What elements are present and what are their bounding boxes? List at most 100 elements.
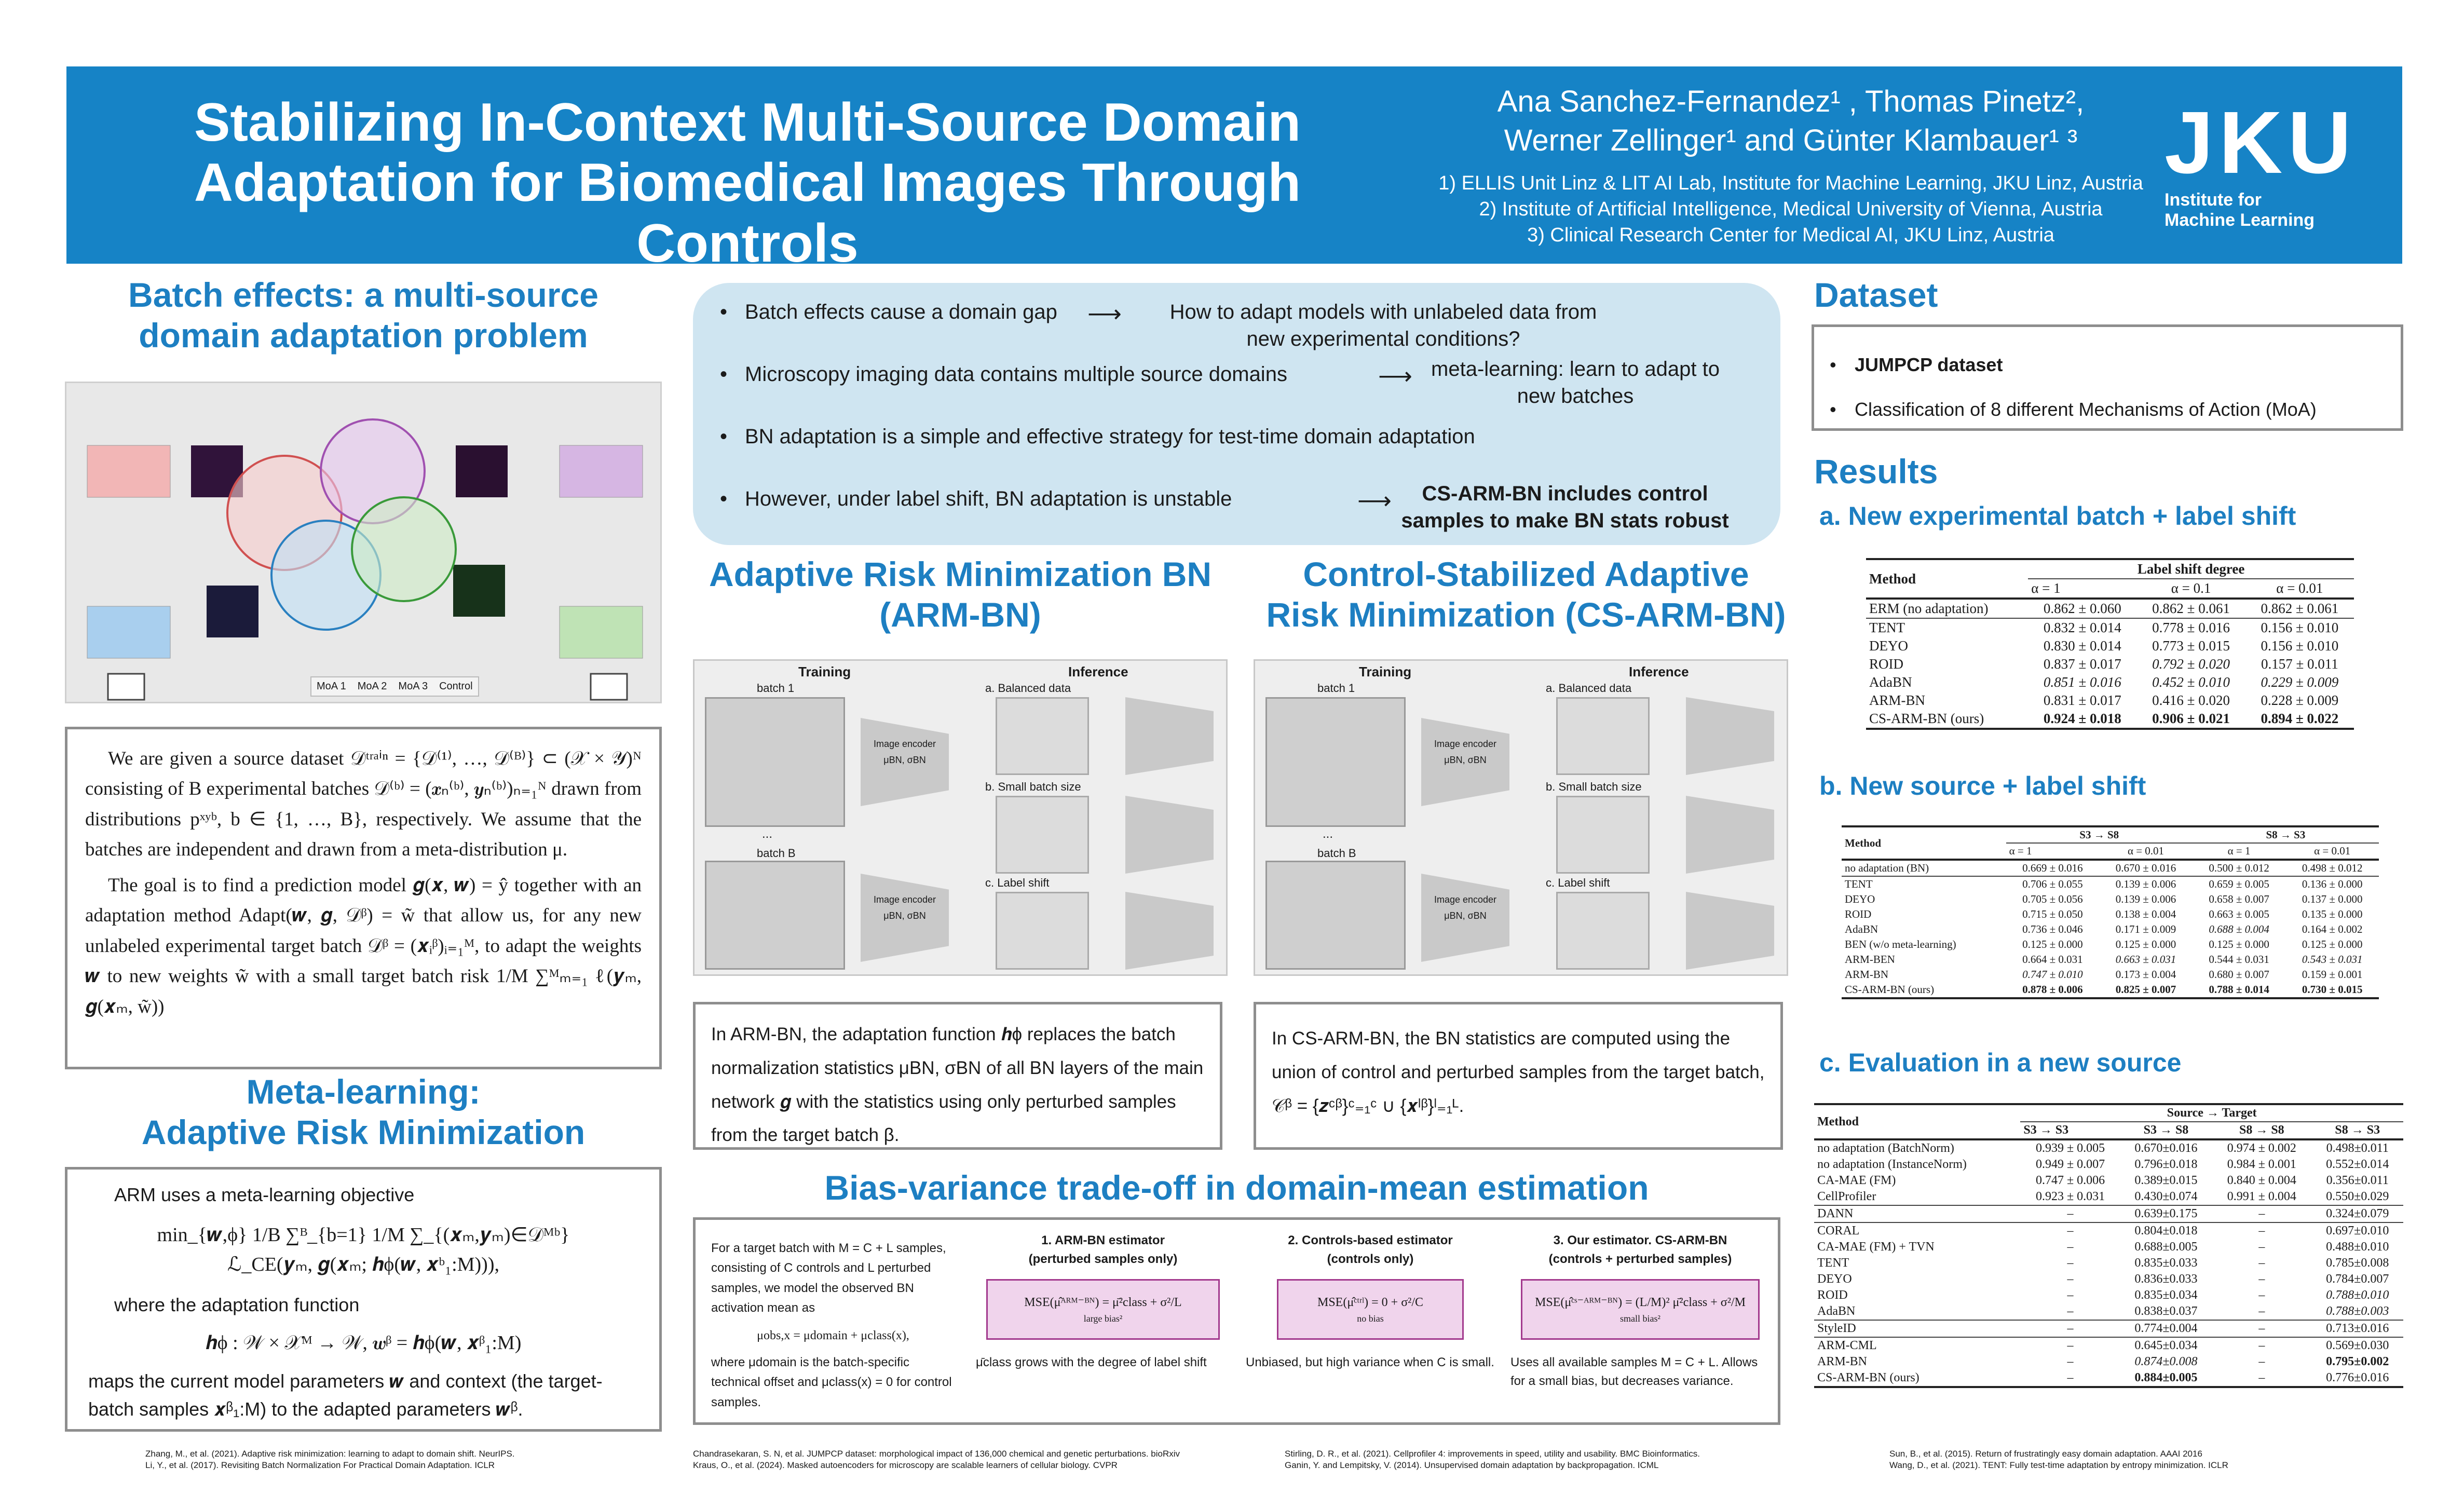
table-row: TENT 0.832 ± 0.014 0.778 ± 0.016 0.156 ±… <box>1866 618 2354 637</box>
table-cell: 0.670±0.016 <box>2134 1141 2198 1155</box>
csarm-batch1-grid <box>1265 697 1406 827</box>
table-cell: AdaBN <box>1845 923 1878 935</box>
table-cell: 0.137 ± 0.000 <box>2302 893 2363 905</box>
armbn-inf-grid-c <box>996 892 1089 970</box>
table-row: TENT 0.706 ± 0.055 0.139 ± 0.006 0.659 ±… <box>1842 876 2379 892</box>
table-cell: 0.500 ± 0.012 <box>2209 862 2269 874</box>
table-row: no adaptation (BN) 0.669 ± 0.016 0.670 ±… <box>1842 860 2379 876</box>
table-c: Method Source → Target S3 → S3 S3 → S8 S… <box>1814 1103 2403 1388</box>
dataset-item-2-text: Classification of 8 different Mechanisms… <box>1855 399 2317 420</box>
title-line-2: Adaptation for Biomedical Images Through… <box>194 153 1301 274</box>
csarm-description: In CS-ARM-BN, the BN statistics are comp… <box>1272 1028 1765 1116</box>
dataset-item-1: JUMPCP dataset <box>1823 343 2391 388</box>
table-cell: – <box>2067 1304 2074 1318</box>
table-row: AdaBN 0.851 ± 0.016 0.452 ± 0.010 0.229 … <box>1866 673 2354 691</box>
table-cell: 0.785±0.008 <box>2326 1256 2389 1270</box>
stats-label: μBN, σBN <box>1444 755 1487 765</box>
table-a-col-3: α = 0.01 <box>2276 580 2323 596</box>
table-cell: 0.416 ± 0.020 <box>2152 692 2230 708</box>
table-c-col-4: S8 → S3 <box>2335 1123 2380 1137</box>
table-row: ROID 0.837 ± 0.017 0.792 ± 0.020 0.157 ±… <box>1866 655 2354 673</box>
blue-plate <box>87 606 171 659</box>
table-cell: 0.862 ± 0.060 <box>2043 601 2121 616</box>
armbn-inf-encoder-c <box>1125 892 1214 970</box>
table-cell: BEN (w/o meta-learning) <box>1845 938 1956 950</box>
table-cell: ROID <box>1845 908 1872 920</box>
table-cell: ROID <box>1817 1288 1848 1302</box>
table-a: Method Label shift degree α = 1 α = 0.1 … <box>1866 558 2354 730</box>
estimator-1-subtitle: (perturbed samples only) <box>1028 1252 1178 1266</box>
table-a-wrap: Method Label shift degree α = 1 α = 0.1 … <box>1866 558 2354 730</box>
table-cell: 0.832 ± 0.014 <box>2043 620 2121 635</box>
table-c-col-3: S8 → S8 <box>2239 1123 2284 1137</box>
table-row: ARM-BN 0.831 ± 0.017 0.416 ± 0.020 0.228… <box>1866 691 2354 710</box>
table-cell: 0.159 ± 0.001 <box>2302 968 2363 981</box>
table-a-col-2: α = 0.1 <box>2171 580 2211 596</box>
table-cell: – <box>2258 1322 2265 1335</box>
table-cell: CORAL <box>1817 1224 1860 1238</box>
table-cell: 0.389±0.015 <box>2134 1174 2198 1187</box>
table-cell: 0.228 ± 0.009 <box>2261 692 2339 708</box>
table-cell: 0.836±0.033 <box>2134 1272 2198 1286</box>
armbn-inf-encoder-a <box>1125 697 1214 775</box>
batch-effects-title-l1: Batch effects: a multi-source <box>128 276 598 314</box>
table-cell: 0.778 ± 0.016 <box>2152 620 2230 635</box>
encoder-label: Image encoder <box>1434 894 1497 905</box>
table-cell: 0.906 ± 0.021 <box>2152 711 2230 726</box>
table-cell: 0.156 ± 0.010 <box>2261 620 2339 635</box>
logo-sub-1: Institute for <box>2164 190 2262 210</box>
table-cell: 0.697±0.010 <box>2326 1224 2389 1238</box>
table-cell: 0.776±0.016 <box>2326 1371 2389 1384</box>
estimator-3-formula: MSE(μ̂ᶜˢ⁻ᴬᴿᴹ⁻ᴮᴺ) = (L/M)² μ̄²class + σ²/… <box>1535 1296 1746 1309</box>
problem-paragraph-1: We are given a source dataset 𝒟ᵗʳᵃⁱⁿ = {… <box>85 748 642 861</box>
table-cell: 0.830 ± 0.014 <box>2043 638 2121 654</box>
table-row: CA-MAE (FM) + TVN – 0.688±0.005 – 0.488±… <box>1814 1239 2403 1255</box>
armbn-smallbatch-label: b. Small batch size <box>985 780 1081 793</box>
table-row: AdaBN – 0.838±0.037 – 0.788±0.003 <box>1814 1303 2403 1320</box>
table-cell: 0.984 ± 0.001 <box>2227 1158 2296 1171</box>
dataset-item-1-text: JUMPCP dataset <box>1855 354 2003 375</box>
table-cell: AdaBN <box>1869 674 1912 690</box>
table-c-title: c. Evaluation in a new source <box>1819 1048 2182 1077</box>
csarm-train-encoder-1: Image encoder μBN, σBN <box>1421 718 1509 806</box>
table-cell: 0.229 ± 0.009 <box>2261 674 2339 690</box>
batch-effects-title-l2: domain adaptation problem <box>139 316 588 355</box>
table-cell: – <box>2067 1339 2074 1352</box>
table-cell: 0.835±0.033 <box>2134 1256 2198 1270</box>
table-b-col-4: α = 0.01 <box>2314 845 2351 857</box>
table-cell: 0.923 ± 0.031 <box>2035 1190 2105 1203</box>
bias-variance-box: For a target batch with M = C + L sample… <box>693 1217 1780 1425</box>
affiliation-3: 3) Clinical Research Center for Medical … <box>1527 224 2054 247</box>
table-cell: CS-ARM-BN (ours) <box>1845 983 1935 996</box>
dataset-box: JUMPCP dataset Classification of 8 diffe… <box>1812 324 2403 432</box>
csarm-balanced-label: a. Balanced data <box>1546 682 1632 695</box>
table-cell: ARM-CML <box>1817 1339 1877 1352</box>
estimator-3: 3. Our estimator. CS-ARM-BN (controls + … <box>1510 1231 1770 1391</box>
table-cell: 0.173 ± 0.004 <box>2115 968 2176 981</box>
table-row: StyleID – 0.774±0.004 – 0.713±0.016 <box>1814 1320 2403 1337</box>
table-b-title: b. New source + label shift <box>1819 771 2146 800</box>
table-cell: 0.804±0.018 <box>2134 1224 2198 1238</box>
table-cell: – <box>2067 1256 2074 1270</box>
table-cell: – <box>2067 1355 2074 1368</box>
table-cell: 0.156 ± 0.010 <box>2261 638 2339 654</box>
table-cell: 0.939 ± 0.005 <box>2035 1141 2105 1155</box>
motivation-bullet-1: Batch effects cause a domain gap <box>745 301 1057 323</box>
armbn-batch1-grid <box>705 697 845 827</box>
table-cell: StyleID <box>1817 1322 1856 1335</box>
table-b-group-1: S3 → S8 <box>2006 826 2193 844</box>
arrow-icon: ⟶ <box>1378 362 1412 389</box>
batch-effects-title: Batch effects: a multi-source domain ada… <box>67 275 659 356</box>
table-row: DEYO 0.705 ± 0.056 0.139 ± 0.006 0.658 ±… <box>1842 892 2379 907</box>
col1-references: Zhang, M., et al. (2021). Adaptive risk … <box>145 1449 515 1471</box>
table-b-wrap: Method S3 → S8 S8 → S3 α = 1 α = 0.01 α … <box>1842 825 2379 999</box>
arm-adaptation-function: 𝒉ϕ : 𝒲 × 𝒳ᴹ → 𝒲, 𝒘ᵝ = 𝒉ϕ(𝒘, 𝒙ᵝ₁:M) <box>205 1332 522 1354</box>
estimator-2-formula-box: MSE(μ̂ᶜᵗʳˡ) = 0 + σ²/C no bias <box>1277 1279 1464 1340</box>
table-cell: – <box>2258 1207 2265 1220</box>
table-row: CS-ARM-BN (ours) 0.878 ± 0.006 0.825 ± 0… <box>1842 982 2379 998</box>
legend-moa3: MoA 3 <box>398 681 428 692</box>
table-cell: 0.663 ± 0.005 <box>2209 908 2269 920</box>
bias-intro-panel: For a target batch with M = C + L sample… <box>711 1239 955 1412</box>
authors-line-2: Werner Zellinger¹ and Günter Klambauer¹ … <box>1504 124 2078 158</box>
table-cell: TENT <box>1869 620 1905 635</box>
